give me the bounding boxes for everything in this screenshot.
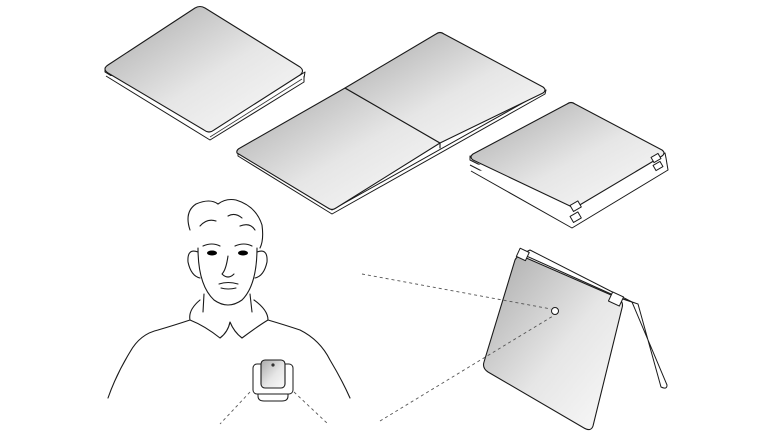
left-eye-icon: [207, 250, 217, 256]
unfolded-device-center: [236, 31, 547, 215]
chest-device: [219, 359, 329, 425]
right-eye-icon: [238, 250, 248, 256]
camera-lens-icon: [551, 307, 559, 315]
camera-lens-icon: [271, 363, 275, 367]
folded-device-left: [104, 5, 306, 141]
tent-device: [361, 247, 668, 431]
person-figure: [107, 198, 351, 399]
folded-device-right: [469, 101, 669, 229]
